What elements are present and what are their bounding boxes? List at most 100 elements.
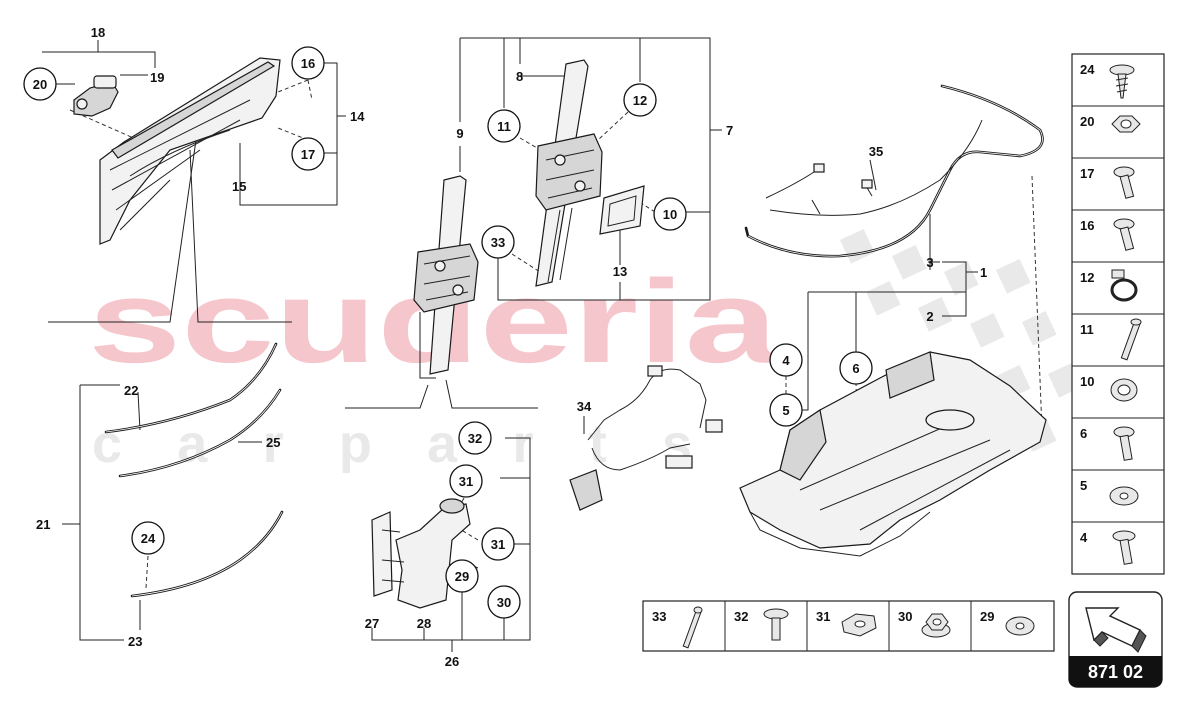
flange-bolt-icon [1112, 530, 1136, 565]
svg-text:24: 24 [1080, 62, 1095, 77]
legend-row-10[interactable]: 10 [1080, 374, 1138, 402]
washer-icon [1005, 616, 1035, 636]
legend-side-table: 24 20 17 16 [1071, 53, 1165, 575]
svg-text:17: 17 [1080, 166, 1094, 181]
svg-text:33: 33 [652, 609, 666, 624]
svg-text:32: 32 [468, 431, 482, 446]
label-34[interactable]: 34 [577, 399, 592, 414]
wiring-harness-lower-part [569, 365, 723, 511]
svg-text:12: 12 [633, 93, 647, 108]
label-21[interactable]: 21 [36, 517, 50, 532]
callout-32[interactable]: 32 [458, 421, 492, 455]
label-35[interactable]: 35 [869, 144, 883, 159]
callout-5[interactable]: 5 [769, 393, 803, 427]
label-26[interactable]: 26 [445, 654, 459, 669]
callout-4[interactable]: 4 [769, 343, 803, 377]
reference-code: 871 02 [1088, 662, 1143, 682]
callout-33[interactable]: 33 [481, 225, 515, 259]
label-9[interactable]: 9 [456, 126, 463, 141]
legend-row-12[interactable]: 12 [1080, 269, 1138, 302]
svg-text:11: 11 [497, 119, 511, 134]
svg-text:29: 29 [455, 569, 469, 584]
label-28[interactable]: 28 [417, 616, 431, 631]
label-15[interactable]: 15 [232, 179, 246, 194]
parts [73, 57, 1047, 609]
wiring-harness-upper-part [765, 119, 983, 216]
hose-clamp-icon [1110, 269, 1138, 302]
washer-icon [1109, 486, 1139, 506]
actuator-motor-part [73, 75, 119, 117]
svg-text:30: 30 [898, 609, 912, 624]
legend-row-4[interactable]: 4 [1080, 530, 1136, 565]
callout-20[interactable]: 20 [23, 67, 57, 101]
label-14[interactable]: 14 [350, 109, 365, 124]
svg-text:16: 16 [301, 56, 315, 71]
flange-bolt-icon [1113, 166, 1135, 199]
svg-text:20: 20 [33, 77, 47, 92]
callout-17[interactable]: 17 [291, 137, 325, 171]
legend-row-17[interactable]: 17 [1080, 166, 1135, 199]
label-22[interactable]: 22 [124, 383, 138, 398]
label-8[interactable]: 8 [516, 69, 523, 84]
label-3[interactable]: 3 [926, 255, 933, 270]
svg-text:31: 31 [491, 537, 505, 552]
flange-nut-icon [921, 613, 951, 638]
label-2[interactable]: 2 [926, 309, 933, 324]
flange-bolt-icon [1113, 426, 1135, 461]
part-labels: 18 19 14 15 9 8 7 13 35 3 1 2 34 22 25 2… [36, 25, 987, 669]
callout-11[interactable]: 11 [487, 109, 521, 143]
label-13[interactable]: 13 [613, 264, 627, 279]
svg-text:6: 6 [852, 361, 859, 376]
reference-box: 871 02 [1068, 591, 1163, 688]
label-1[interactable]: 1 [980, 265, 987, 280]
svg-text:11: 11 [1080, 322, 1094, 337]
label-25[interactable]: 25 [266, 435, 280, 450]
callout-10[interactable]: 10 [653, 197, 687, 231]
svg-text:5: 5 [1080, 478, 1087, 493]
rivet-pin-icon [763, 608, 789, 641]
callout-29[interactable]: 29 [445, 559, 479, 593]
svg-text:31: 31 [459, 474, 473, 489]
legend-row-20[interactable]: 20 [1080, 114, 1141, 133]
rail-assembly-right-part [535, 59, 603, 287]
legend-bottom-31[interactable]: 31 [816, 609, 877, 637]
direction-arrow-icon [1085, 607, 1147, 653]
svg-text:10: 10 [663, 207, 677, 222]
callout-6[interactable]: 6 [839, 351, 873, 385]
callout-12[interactable]: 12 [623, 83, 657, 117]
legend-row-5[interactable]: 5 [1080, 478, 1139, 506]
long-bolt-icon [1120, 318, 1142, 361]
callout-16[interactable]: 16 [291, 46, 325, 80]
svg-text:30: 30 [497, 595, 511, 610]
legend-bottom-32[interactable]: 32 [734, 608, 789, 641]
label-19[interactable]: 19 [150, 70, 164, 85]
label-18[interactable]: 18 [91, 25, 105, 40]
legend-row-16[interactable]: 16 [1080, 218, 1135, 251]
label-7[interactable]: 7 [726, 123, 733, 138]
grommet-icon [1110, 378, 1138, 402]
legend-bottom-table: 33 32 31 30 [642, 600, 1055, 652]
legend-bottom-33[interactable]: 33 [652, 606, 703, 649]
svg-text:5: 5 [782, 403, 789, 418]
rail-assembly-left-part [413, 175, 479, 379]
svg-text:33: 33 [491, 235, 505, 250]
flange-bolt-icon [1113, 218, 1135, 251]
callout-30[interactable]: 30 [487, 585, 521, 619]
screw-icon [1109, 64, 1135, 99]
callout-31-lower[interactable]: 31 [481, 527, 515, 561]
legend-bottom-29[interactable]: 29 [980, 609, 1035, 636]
legend-row-11[interactable]: 11 [1080, 318, 1142, 361]
watermark-sub: c a r p a r t s [92, 414, 692, 474]
callout-24[interactable]: 24 [131, 521, 165, 555]
spring-nut-icon [841, 613, 877, 637]
seal-strip-25-part [118, 388, 282, 478]
label-27[interactable]: 27 [365, 616, 379, 631]
callout-31-upper[interactable]: 31 [449, 464, 483, 498]
legend-bottom-30[interactable]: 30 [898, 609, 951, 638]
label-23[interactable]: 23 [128, 634, 142, 649]
legend-row-24[interactable]: 24 [1080, 62, 1135, 99]
legend-row-6[interactable]: 6 [1080, 426, 1135, 461]
svg-text:4: 4 [782, 353, 790, 368]
svg-text:31: 31 [816, 609, 830, 624]
long-bolt-icon [682, 606, 703, 649]
